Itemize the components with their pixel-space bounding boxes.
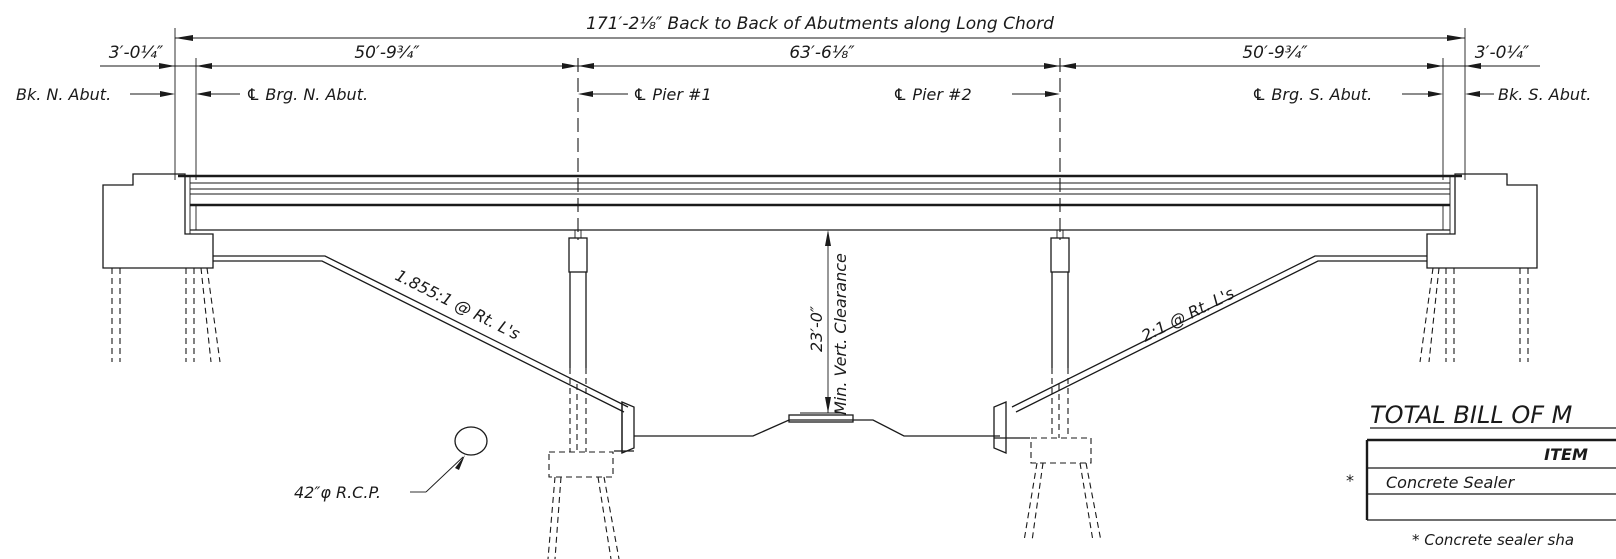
bill-of-materials: TOTAL BILL OF M ITEM * Concrete Sealer *… xyxy=(1346,401,1616,549)
span3-dimension: 50′-9¾″ xyxy=(1242,43,1308,63)
brg-n-abut-label: ℄ Brg. N. Abut. xyxy=(246,85,368,104)
bk-s-abut-label: Bk. S. Abut. xyxy=(1498,85,1591,104)
bom-column-item: ITEM xyxy=(1544,445,1588,464)
pier-1 xyxy=(547,229,620,559)
right-backwall-dimension: 3′-0¼″ xyxy=(1475,43,1530,63)
left-backwall-dimension: 3′-0¼″ xyxy=(109,43,164,63)
right-slope-label: 2:1 @ Rt. L's xyxy=(1138,283,1237,345)
span2-dimension: 63′-6⅛″ xyxy=(789,43,855,63)
pier-2 xyxy=(1023,229,1102,542)
bom-title: TOTAL BILL OF M xyxy=(1370,401,1573,429)
bk-n-abut-label: Bk. N. Abut. xyxy=(16,85,111,104)
brg-s-abut-label: ℄ Brg. S. Abut. xyxy=(1252,85,1372,104)
embankment-slopes xyxy=(213,255,1427,413)
pier-center-lines xyxy=(577,58,1061,240)
clearance-value: 23′-0″ xyxy=(807,306,826,352)
pier1-label: ℄ Pier #1 xyxy=(633,85,712,104)
left-slope-label: 1.855:1 @ Rt. L's xyxy=(392,266,523,344)
clearance-text: Min. Vert. Clearance xyxy=(831,253,850,415)
north-abutment xyxy=(102,173,221,363)
dimension-lines xyxy=(100,28,1540,180)
span1-dimension: 50′-9¾″ xyxy=(354,43,420,63)
bridge-superstructure xyxy=(178,174,1462,231)
roadway-ground xyxy=(614,401,1030,454)
rcp-pipe: 42″φ R.C.P. xyxy=(294,426,488,502)
south-abutment xyxy=(1419,173,1538,363)
vertical-clearance-dimension: 23′-0″ Min. Vert. Clearance xyxy=(807,230,850,415)
pipe-label: 42″φ R.C.P. xyxy=(294,483,381,502)
overall-dimension-text: 171′-2⅛″ Back to Back of Abutments along… xyxy=(586,14,1054,34)
bom-row-marker: * xyxy=(1346,471,1354,490)
pier2-label: ℄ Pier #2 xyxy=(893,85,972,104)
bom-row-concrete-sealer: Concrete Sealer xyxy=(1386,473,1516,492)
bom-footnote: * Concrete sealer sha xyxy=(1412,531,1574,549)
